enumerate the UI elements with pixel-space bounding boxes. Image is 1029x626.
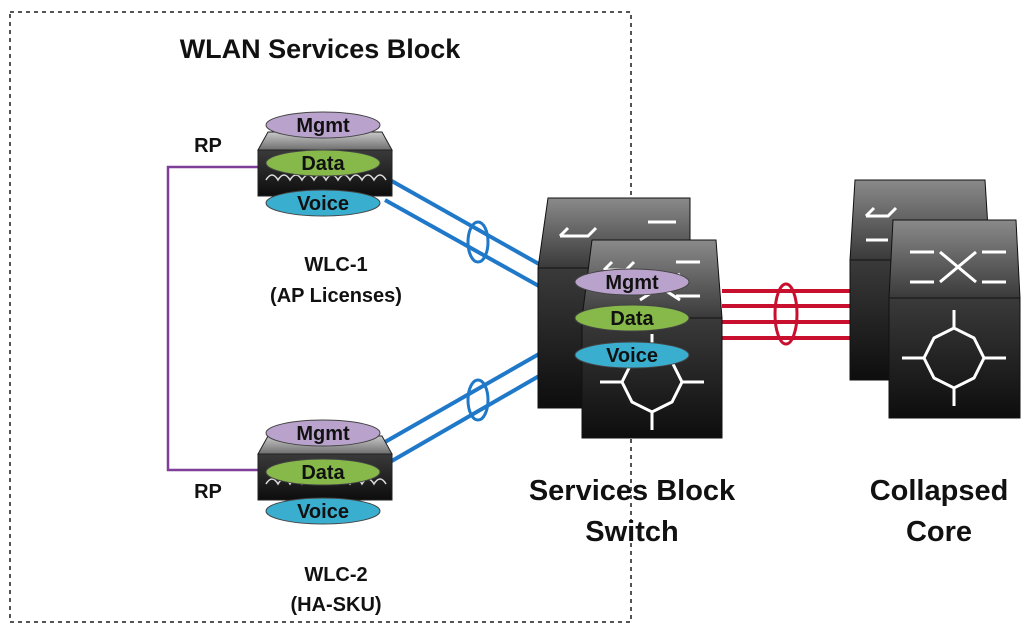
wlc2-data-tag bbox=[265, 458, 381, 486]
switch-data-label: Data bbox=[610, 308, 654, 330]
wlc1-vlan-tags: Mgmt Data Voice bbox=[265, 111, 381, 217]
wlc2-voice-tag bbox=[265, 497, 381, 525]
wlc1-subtitle: (AP Licenses) bbox=[270, 285, 402, 307]
wlc2-subtitle: (HA-SKU) bbox=[290, 594, 381, 616]
core-switch-front bbox=[888, 219, 1021, 419]
wlc1-mgmt-label: Mgmt bbox=[296, 115, 350, 137]
block-title: WLAN Services Block bbox=[180, 34, 462, 64]
core-label-line1: Collapsed bbox=[870, 475, 1009, 507]
wlc2-voice-label: Voice bbox=[297, 501, 349, 523]
wlc1-data-tag bbox=[265, 149, 381, 177]
switch-data-tag bbox=[574, 304, 690, 332]
wlc2-uplinks bbox=[384, 348, 547, 464]
core-links bbox=[722, 289, 850, 340]
core-label-line2: Core bbox=[906, 516, 972, 548]
wlc2-name: WLC-2 bbox=[304, 564, 367, 586]
rp-link bbox=[166, 165, 258, 472]
switch-vlan-tags: Mgmt Data Voice bbox=[574, 268, 690, 369]
wlc1-voice-label: Voice bbox=[297, 193, 349, 215]
wlc2-port-channel-icon bbox=[466, 378, 490, 422]
wlc1-voice-tag bbox=[265, 189, 381, 217]
switch-label-line1: Services Block bbox=[529, 475, 736, 507]
switch-mgmt-tag bbox=[574, 268, 690, 296]
wlc1-data-label: Data bbox=[301, 153, 345, 175]
wlc2-data-label: Data bbox=[301, 462, 345, 484]
wlc2-mgmt-tag bbox=[265, 419, 381, 447]
wlc1-name: WLC-1 bbox=[304, 254, 367, 276]
switch-voice-label: Voice bbox=[606, 345, 658, 367]
wlc1-rp-label: RP bbox=[194, 135, 222, 157]
wlc2-vlan-tags: Mgmt Data Voice bbox=[265, 419, 381, 525]
switch-mgmt-label: Mgmt bbox=[605, 272, 659, 294]
core-port-channel-icon bbox=[773, 282, 799, 346]
wlc1-uplinks bbox=[384, 178, 547, 292]
wlc2-rp-label: RP bbox=[194, 481, 222, 503]
wlc1-port-channel-icon bbox=[466, 220, 490, 264]
switch-label-line2: Switch bbox=[585, 516, 678, 548]
wlc2-mgmt-label: Mgmt bbox=[296, 423, 350, 445]
core-router-icon bbox=[902, 310, 1006, 406]
switch-voice-tag bbox=[574, 341, 690, 369]
wlc1-mgmt-tag bbox=[265, 111, 381, 139]
